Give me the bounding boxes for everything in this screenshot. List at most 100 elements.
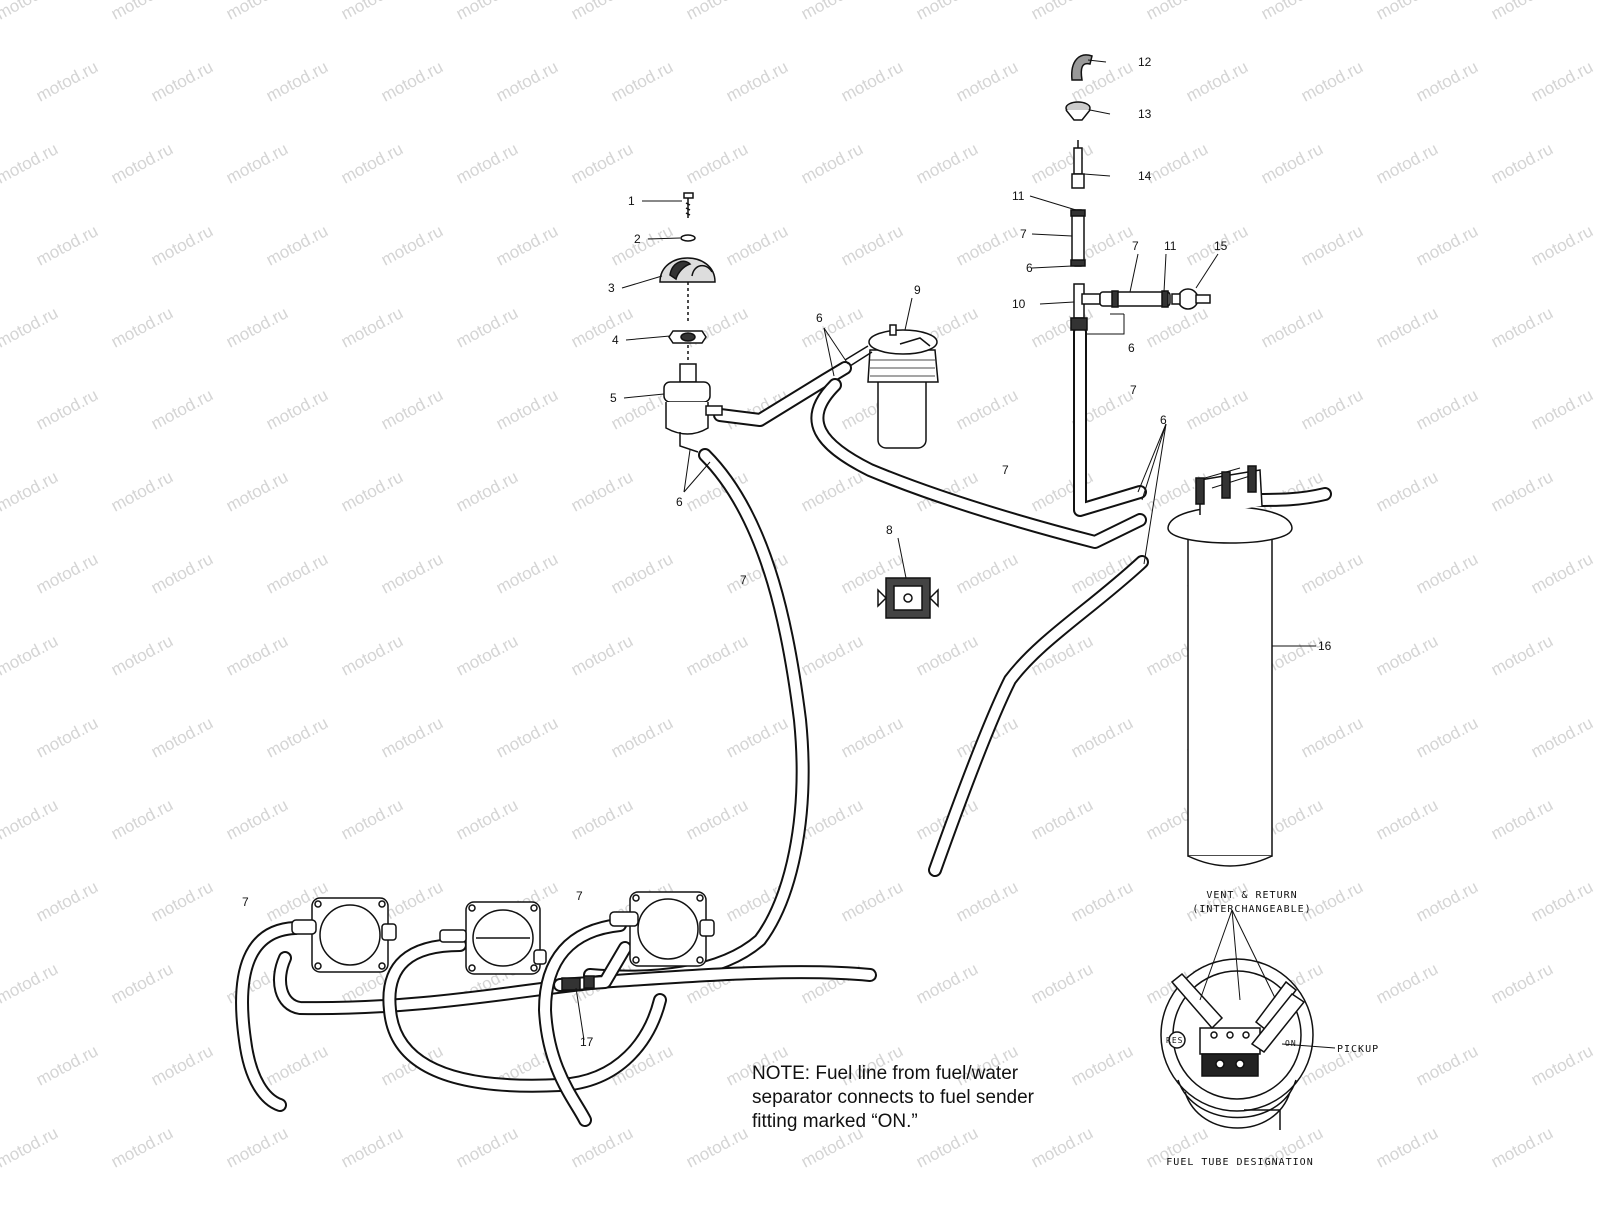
nut-part — [668, 330, 707, 362]
callout-numbers: 1 2 3 4 5 6 6 6 6 6 7 7 7 7 7 7 7 8 9 10… — [242, 55, 1332, 1049]
callout-leaders — [575, 59, 1316, 1041]
hose-fill — [715, 363, 850, 425]
watermark-text: motod.ru — [683, 139, 751, 187]
watermark-text: motod.ru — [1528, 385, 1596, 433]
watermark-text: motod.ru — [1413, 1041, 1481, 1089]
washer-part — [680, 234, 696, 242]
watermark-text: motod.ru — [1373, 303, 1441, 351]
vent-return-label: VENT & RETURN — [1206, 890, 1297, 901]
watermark-text: motod.ru — [453, 303, 521, 351]
vent-elbow-part — [1071, 54, 1093, 81]
watermark-text: motod.ru — [0, 0, 61, 24]
callout-13: 13 — [1138, 107, 1152, 121]
carburetor-group — [291, 891, 715, 991]
watermark-text: motod.ru — [953, 221, 1021, 269]
watermark-text: motod.ru — [1413, 221, 1481, 269]
watermark-text: motod.ru — [1183, 877, 1251, 925]
watermark-text: motod.ru — [453, 1123, 521, 1171]
on-mark: ON — [1285, 1039, 1297, 1048]
callout-10: 10 — [1012, 297, 1026, 311]
watermark-text: motod.ru — [723, 57, 791, 105]
watermark-text: motod.ru — [1413, 877, 1481, 925]
callout-7-vent-side: 7 — [1132, 239, 1139, 253]
watermark-text: motod.ru — [838, 57, 906, 105]
watermark-text: motod.ru — [798, 139, 866, 187]
watermark-text: motod.ru — [108, 631, 176, 679]
watermark-text: motod.ru — [1528, 57, 1596, 105]
watermark-text: motod.ru — [1413, 385, 1481, 433]
hose-fill — [275, 953, 875, 1014]
watermark-text: motod.ru — [1298, 221, 1366, 269]
watermark-text: motod.ru — [1488, 0, 1556, 24]
watermark-text: motod.ru — [0, 631, 61, 679]
watermark-text: motod.ru — [1298, 549, 1366, 597]
watermark-text: motod.ru — [0, 1123, 61, 1171]
callout-6-sender: 6 — [1160, 413, 1167, 427]
watermark-text: motod.ru — [568, 303, 636, 351]
watermark-text: motod.ru — [1258, 139, 1326, 187]
watermark-text: motod.ru — [263, 221, 331, 269]
vent-assembly — [1065, 54, 1211, 331]
callout-17: 17 — [580, 1035, 594, 1049]
watermark-text: motod.ru — [683, 0, 751, 24]
watermark-text: motod.ru — [108, 959, 176, 1007]
hose-fill — [1075, 327, 1145, 515]
watermark-text: motod.ru — [148, 713, 216, 761]
callout-3: 3 — [608, 281, 615, 295]
watermark-text: motod.ru — [723, 713, 791, 761]
watermark-text: motod.ru — [1488, 795, 1556, 843]
hose-group — [235, 325, 1332, 1127]
watermark-text: motod.ru — [263, 57, 331, 105]
watermark-text: motod.ru — [1373, 631, 1441, 679]
sender-detail-inset: VENT & RETURN (INTERCHANGEABLE) PICKUP R… — [1160, 890, 1378, 1168]
callout-7-right-carb: 7 — [576, 889, 583, 903]
watermark-text: motod.ru — [0, 139, 61, 187]
watermark-text: motod.ru — [953, 877, 1021, 925]
watermark-text: motod.ru — [0, 467, 61, 515]
watermark-text: motod.ru — [608, 549, 676, 597]
watermark-text: motod.ru — [838, 713, 906, 761]
watermark-text: motod.ru — [1183, 385, 1251, 433]
watermark-text: motod.ru — [1143, 303, 1211, 351]
watermark-text: motod.ru — [338, 303, 406, 351]
vent-fitting-part — [1071, 140, 1085, 189]
carburetor-right — [609, 891, 715, 967]
watermark-text: motod.ru — [338, 0, 406, 24]
watermark-text: motod.ru — [1373, 795, 1441, 843]
watermark-text: motod.ru — [1373, 959, 1441, 1007]
watermark-text: motod.ru — [338, 467, 406, 515]
carb-tee-part — [561, 975, 595, 991]
callout-7-filter-hose: 7 — [1002, 463, 1009, 477]
callout-1: 1 — [628, 194, 635, 208]
watermark-text: motod.ru — [493, 57, 561, 105]
callout-15: 15 — [1214, 239, 1228, 253]
watermark-text: motod.ru — [223, 303, 291, 351]
watermark-text: motod.ru — [33, 877, 101, 925]
hose-fill — [812, 380, 1145, 547]
watermark-text: motod.ru — [913, 0, 981, 24]
watermark-text: motod.ru — [33, 549, 101, 597]
watermark-text: motod.ru — [913, 959, 981, 1007]
watermark-text: motod.ru — [338, 139, 406, 187]
callout-2: 2 — [634, 232, 641, 246]
callout-16: 16 — [1318, 639, 1332, 653]
callout-7-vent-down: 7 — [1130, 383, 1137, 397]
watermark-text: motod.ru — [1413, 57, 1481, 105]
note-line-3: fitting marked “ON.” — [752, 1111, 918, 1132]
fuel-pump-assembly — [659, 192, 723, 453]
watermark-text: motod.ru — [108, 139, 176, 187]
watermark-text: motod.ru — [0, 303, 61, 351]
watermark-text: motod.ru — [1488, 139, 1556, 187]
watermark-text: motod.ru — [723, 221, 791, 269]
watermark-text: motod.ru — [913, 139, 981, 187]
callout-7-pump-hose: 7 — [740, 573, 747, 587]
watermark-text: motod.ru — [1528, 713, 1596, 761]
watermark-text: motod.ru — [1143, 0, 1211, 24]
watermark-text: motod.ru — [223, 139, 291, 187]
watermark-text: motod.ru — [108, 795, 176, 843]
watermark-text: motod.ru — [453, 631, 521, 679]
callout-12: 12 — [1138, 55, 1152, 69]
watermark-text: motod.ru — [453, 0, 521, 24]
hose-fill — [237, 923, 300, 1110]
watermark-text: motod.ru — [338, 631, 406, 679]
